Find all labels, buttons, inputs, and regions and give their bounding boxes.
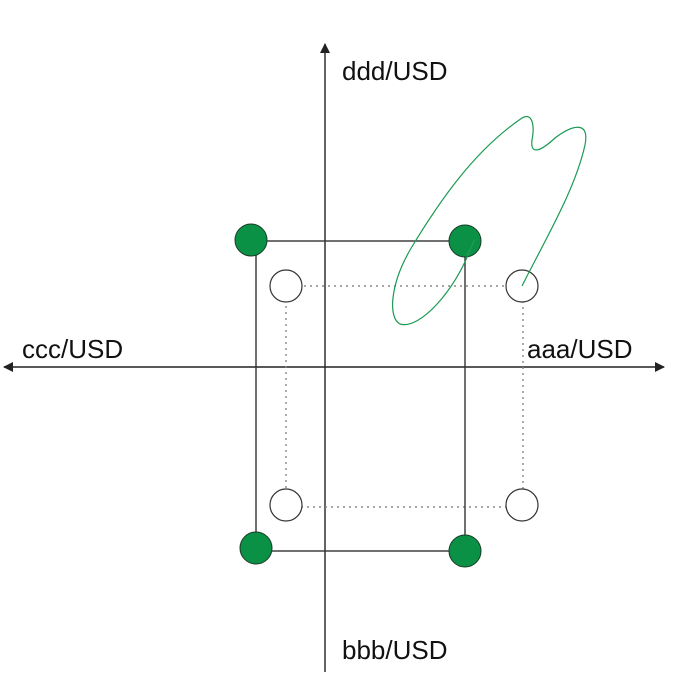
- green-curve: [391, 116, 587, 326]
- dotted-frame: [285, 285, 524, 508]
- filled-node-bottom-left: [239, 531, 273, 565]
- filled-node-bottom-right: [448, 534, 482, 568]
- filled-node-top-left: [234, 223, 268, 257]
- solid-frame: [255, 240, 466, 552]
- hollow-node-bottom-left: [269, 488, 303, 522]
- axis-label-left: ccc/USD: [22, 334, 124, 364]
- axis-label-top: ddd/USD: [342, 56, 448, 86]
- hollow-node-top-left: [269, 269, 303, 303]
- axis-label-right: aaa/USD: [527, 334, 633, 364]
- axis-label-bottom: bbb/USD: [342, 635, 448, 665]
- filled-node-top-right: [448, 224, 482, 258]
- hollow-node-bottom-right: [505, 488, 539, 522]
